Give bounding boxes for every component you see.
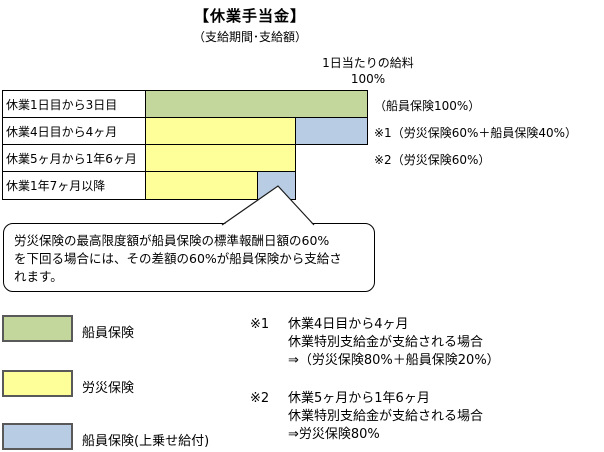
axis-label: 1日当たりの給料 (322, 56, 414, 70)
callout-line-1: 労災保険の最高限度額が船員保険の標準報酬日額の60% (14, 233, 330, 248)
period-label-2: 休業4日目から4ヶ月 (6, 124, 118, 139)
table-row: 休業4日目から4ヶ月 (3, 118, 145, 145)
legend-label-seamen-insurance-topup: 船員保険(上乗せ給付) (82, 434, 210, 449)
period-label-1: 休業1日目から3日目 (6, 97, 118, 112)
row3-annotation: ※2（労災保険60%） (374, 153, 491, 167)
callout-box: 労災保険の最高限度額が船員保険の標準報酬日額の60% を下回る場合には、その差額… (3, 223, 375, 292)
axis-header: 1日当たりの給料 100% (288, 55, 448, 87)
bar-row4-workers-accident (145, 171, 258, 200)
note-2-lines: 休業5ヶ月から1年6ヶ月 休業特別支給金が支給される場合 ⇒労災保険80% (288, 390, 590, 444)
row1-annotation: （船員保険100%） (374, 99, 481, 113)
legend-swatch-seamen-insurance (2, 315, 73, 342)
note-1-marker: ※1 (250, 317, 270, 332)
callout-line-2: を下回る場合には、その差額の60%が船員保険から支給さ (14, 251, 342, 266)
page-subtitle: （支給期間･支給額） (192, 30, 307, 44)
legend-label-workers-accident: 労災保険 (82, 381, 135, 396)
note-1-line-3: ⇒（労災保険80%＋船員保険20%） (288, 353, 500, 368)
table-row: 休業5ヶ月から1年6ヶ月 (3, 145, 145, 172)
bar-row2-seamen-insurance-topup (295, 117, 368, 145)
row2-annotation: ※1（労災保険60%＋船員保険40%） (374, 126, 578, 140)
callout-text: 労災保険の最高限度額が船員保険の標準報酬日額の60% を下回る場合には、その差額… (4, 224, 374, 286)
note-2-line-2: 休業特別支給金が支給される場合 (288, 409, 484, 424)
note-1-lines: 休業4日目から4ヶ月 休業特別支給金が支給される場合 ⇒（労災保険80%＋船員保… (288, 316, 590, 370)
period-table: 休業1日目から3日目 休業4日目から4ヶ月 休業5ヶ月から1年6ヶ月 休業1年7… (2, 90, 146, 200)
note-2-line-1: 休業5ヶ月から1年6ヶ月 (288, 391, 430, 406)
page-title: 【休業手当金】 (193, 7, 306, 25)
note-1-line-2: 休業特別支給金が支給される場合 (288, 335, 484, 350)
note-2-line-3: ⇒労災保険80% (288, 427, 380, 442)
bar-row2-workers-accident (145, 117, 296, 145)
callout-line-3: れます。 (14, 269, 63, 284)
period-label-3: 休業5ヶ月から1年6ヶ月 (6, 151, 137, 166)
note-1: ※1 休業4日目から4ヶ月 休業特別支給金が支給される場合 ⇒（労災保険80%＋… (250, 316, 590, 370)
table-row: 休業1年7ヶ月以降 (3, 172, 145, 199)
bar-row4-seamen-insurance-topup (257, 171, 296, 200)
table-row: 休業1日目から3日目 (3, 91, 145, 118)
title-block: 【休業手当金】 （支給期間･支給額） (95, 5, 405, 45)
note-1-line-1: 休業4日目から4ヶ月 (288, 317, 409, 332)
legend-swatch-workers-accident (2, 370, 73, 397)
axis-max-value: 100% (350, 72, 386, 86)
legend-label-seamen-insurance: 船員保険 (82, 326, 135, 341)
period-label-4: 休業1年7ヶ月以降 (6, 179, 106, 193)
note-2: ※2 休業5ヶ月から1年6ヶ月 休業特別支給金が支給される場合 ⇒労災保険80% (250, 390, 590, 444)
legend-swatch-seamen-insurance-topup (2, 423, 73, 450)
bar-row3-workers-accident (145, 144, 296, 172)
note-2-marker: ※2 (250, 391, 270, 406)
bar-row1-seamen-insurance (145, 90, 368, 118)
